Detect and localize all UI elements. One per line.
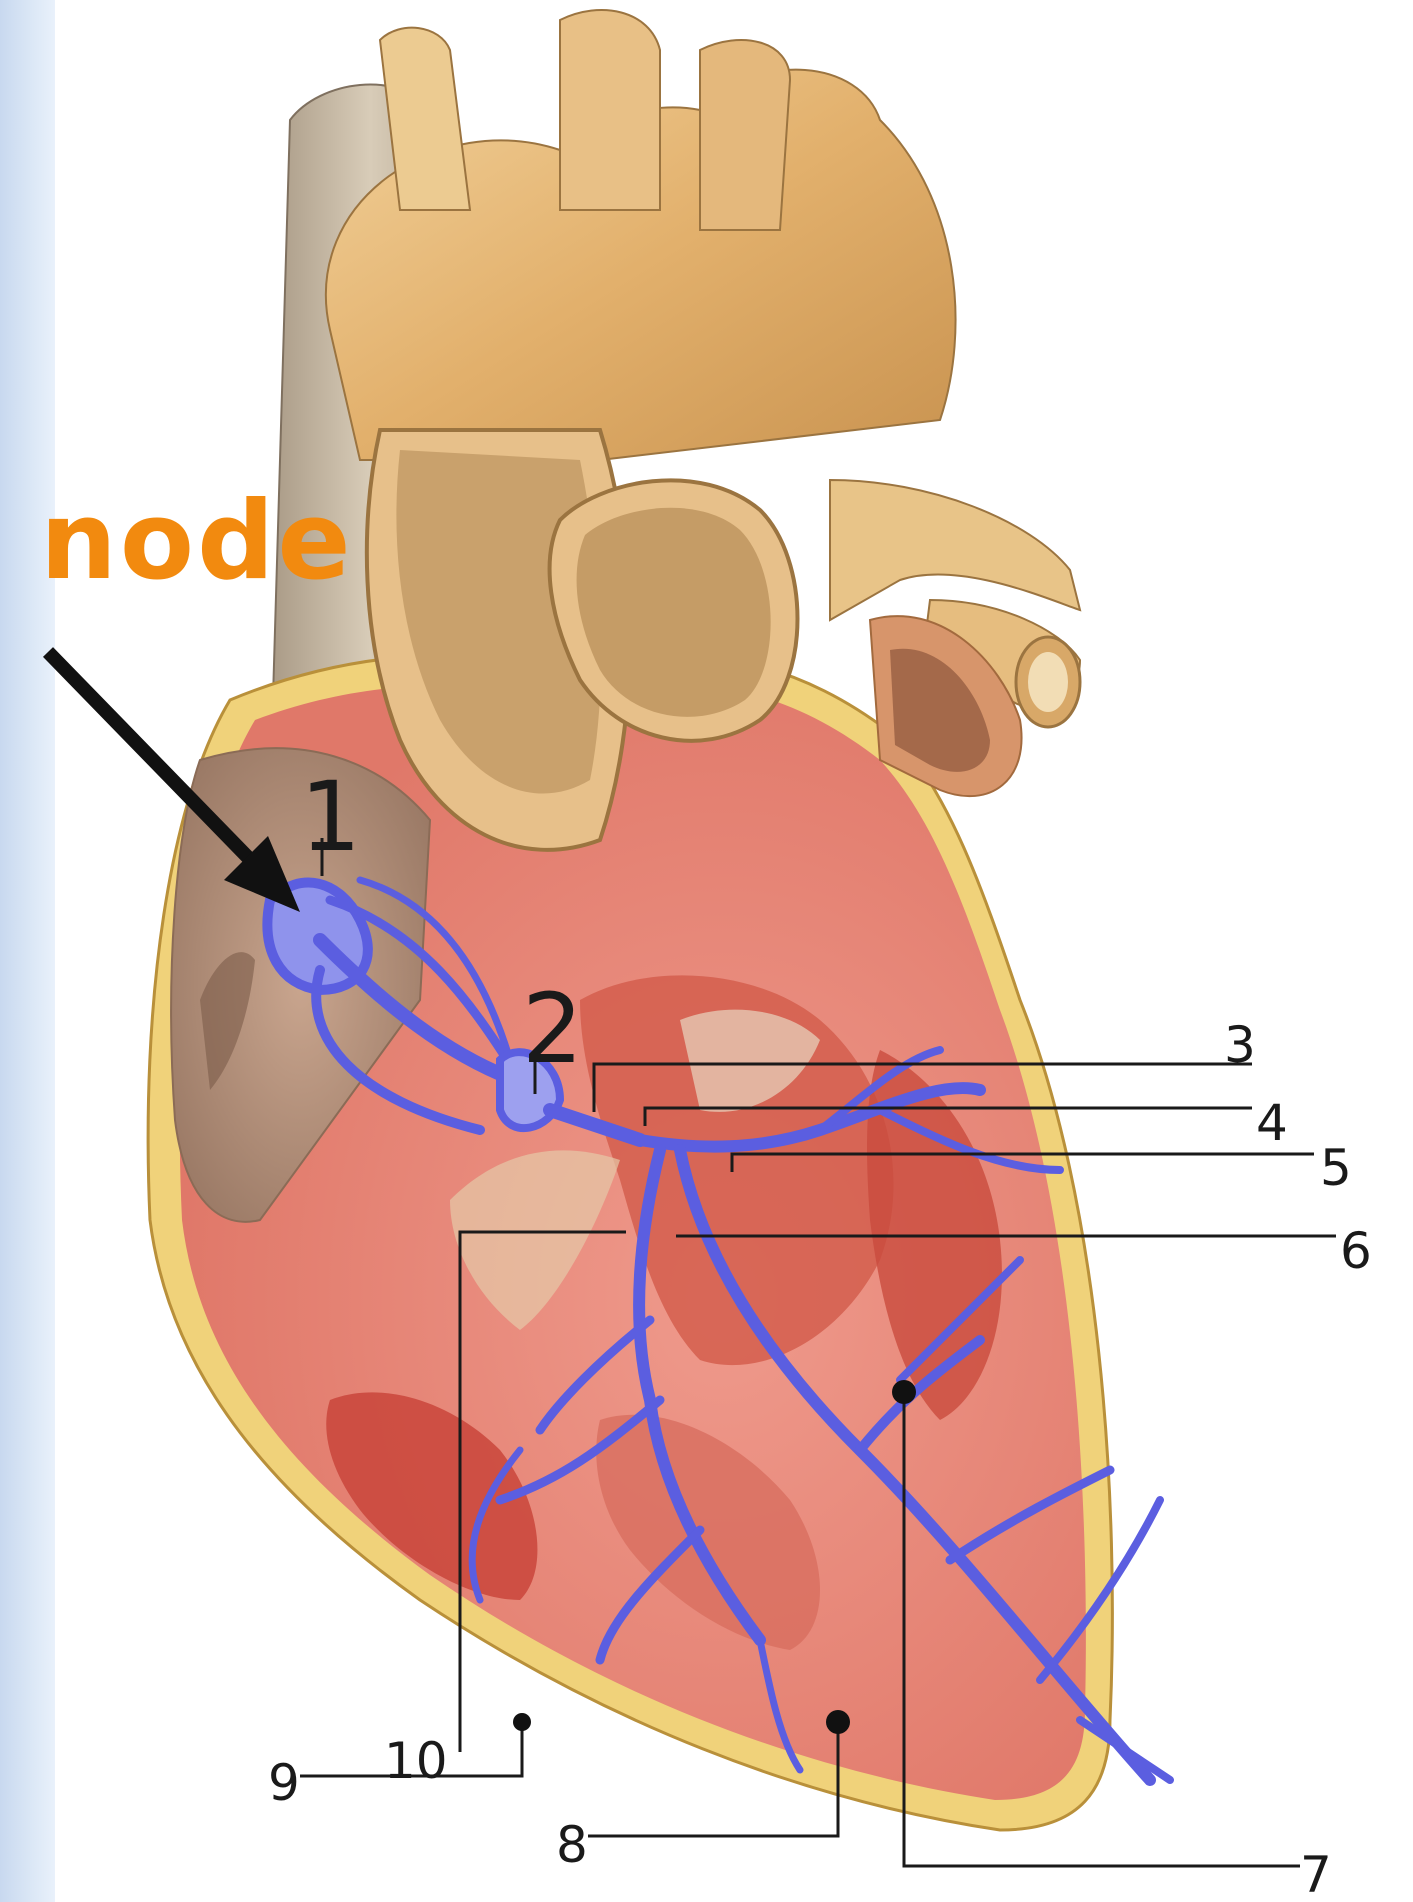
label-10: 10 <box>384 1732 448 1790</box>
label-5: 5 <box>1320 1139 1352 1197</box>
label-9: 9 <box>268 1754 300 1812</box>
label-4: 4 <box>1256 1094 1288 1152</box>
label-7: 7 <box>1300 1846 1332 1902</box>
aortic-arch <box>326 10 956 460</box>
label-2: 2 <box>522 973 583 1085</box>
heading-node: node <box>40 488 354 596</box>
label-8: 8 <box>556 1816 588 1874</box>
label-1: 1 <box>300 761 361 873</box>
label-6: 6 <box>1340 1222 1372 1280</box>
label-3: 3 <box>1224 1016 1256 1074</box>
